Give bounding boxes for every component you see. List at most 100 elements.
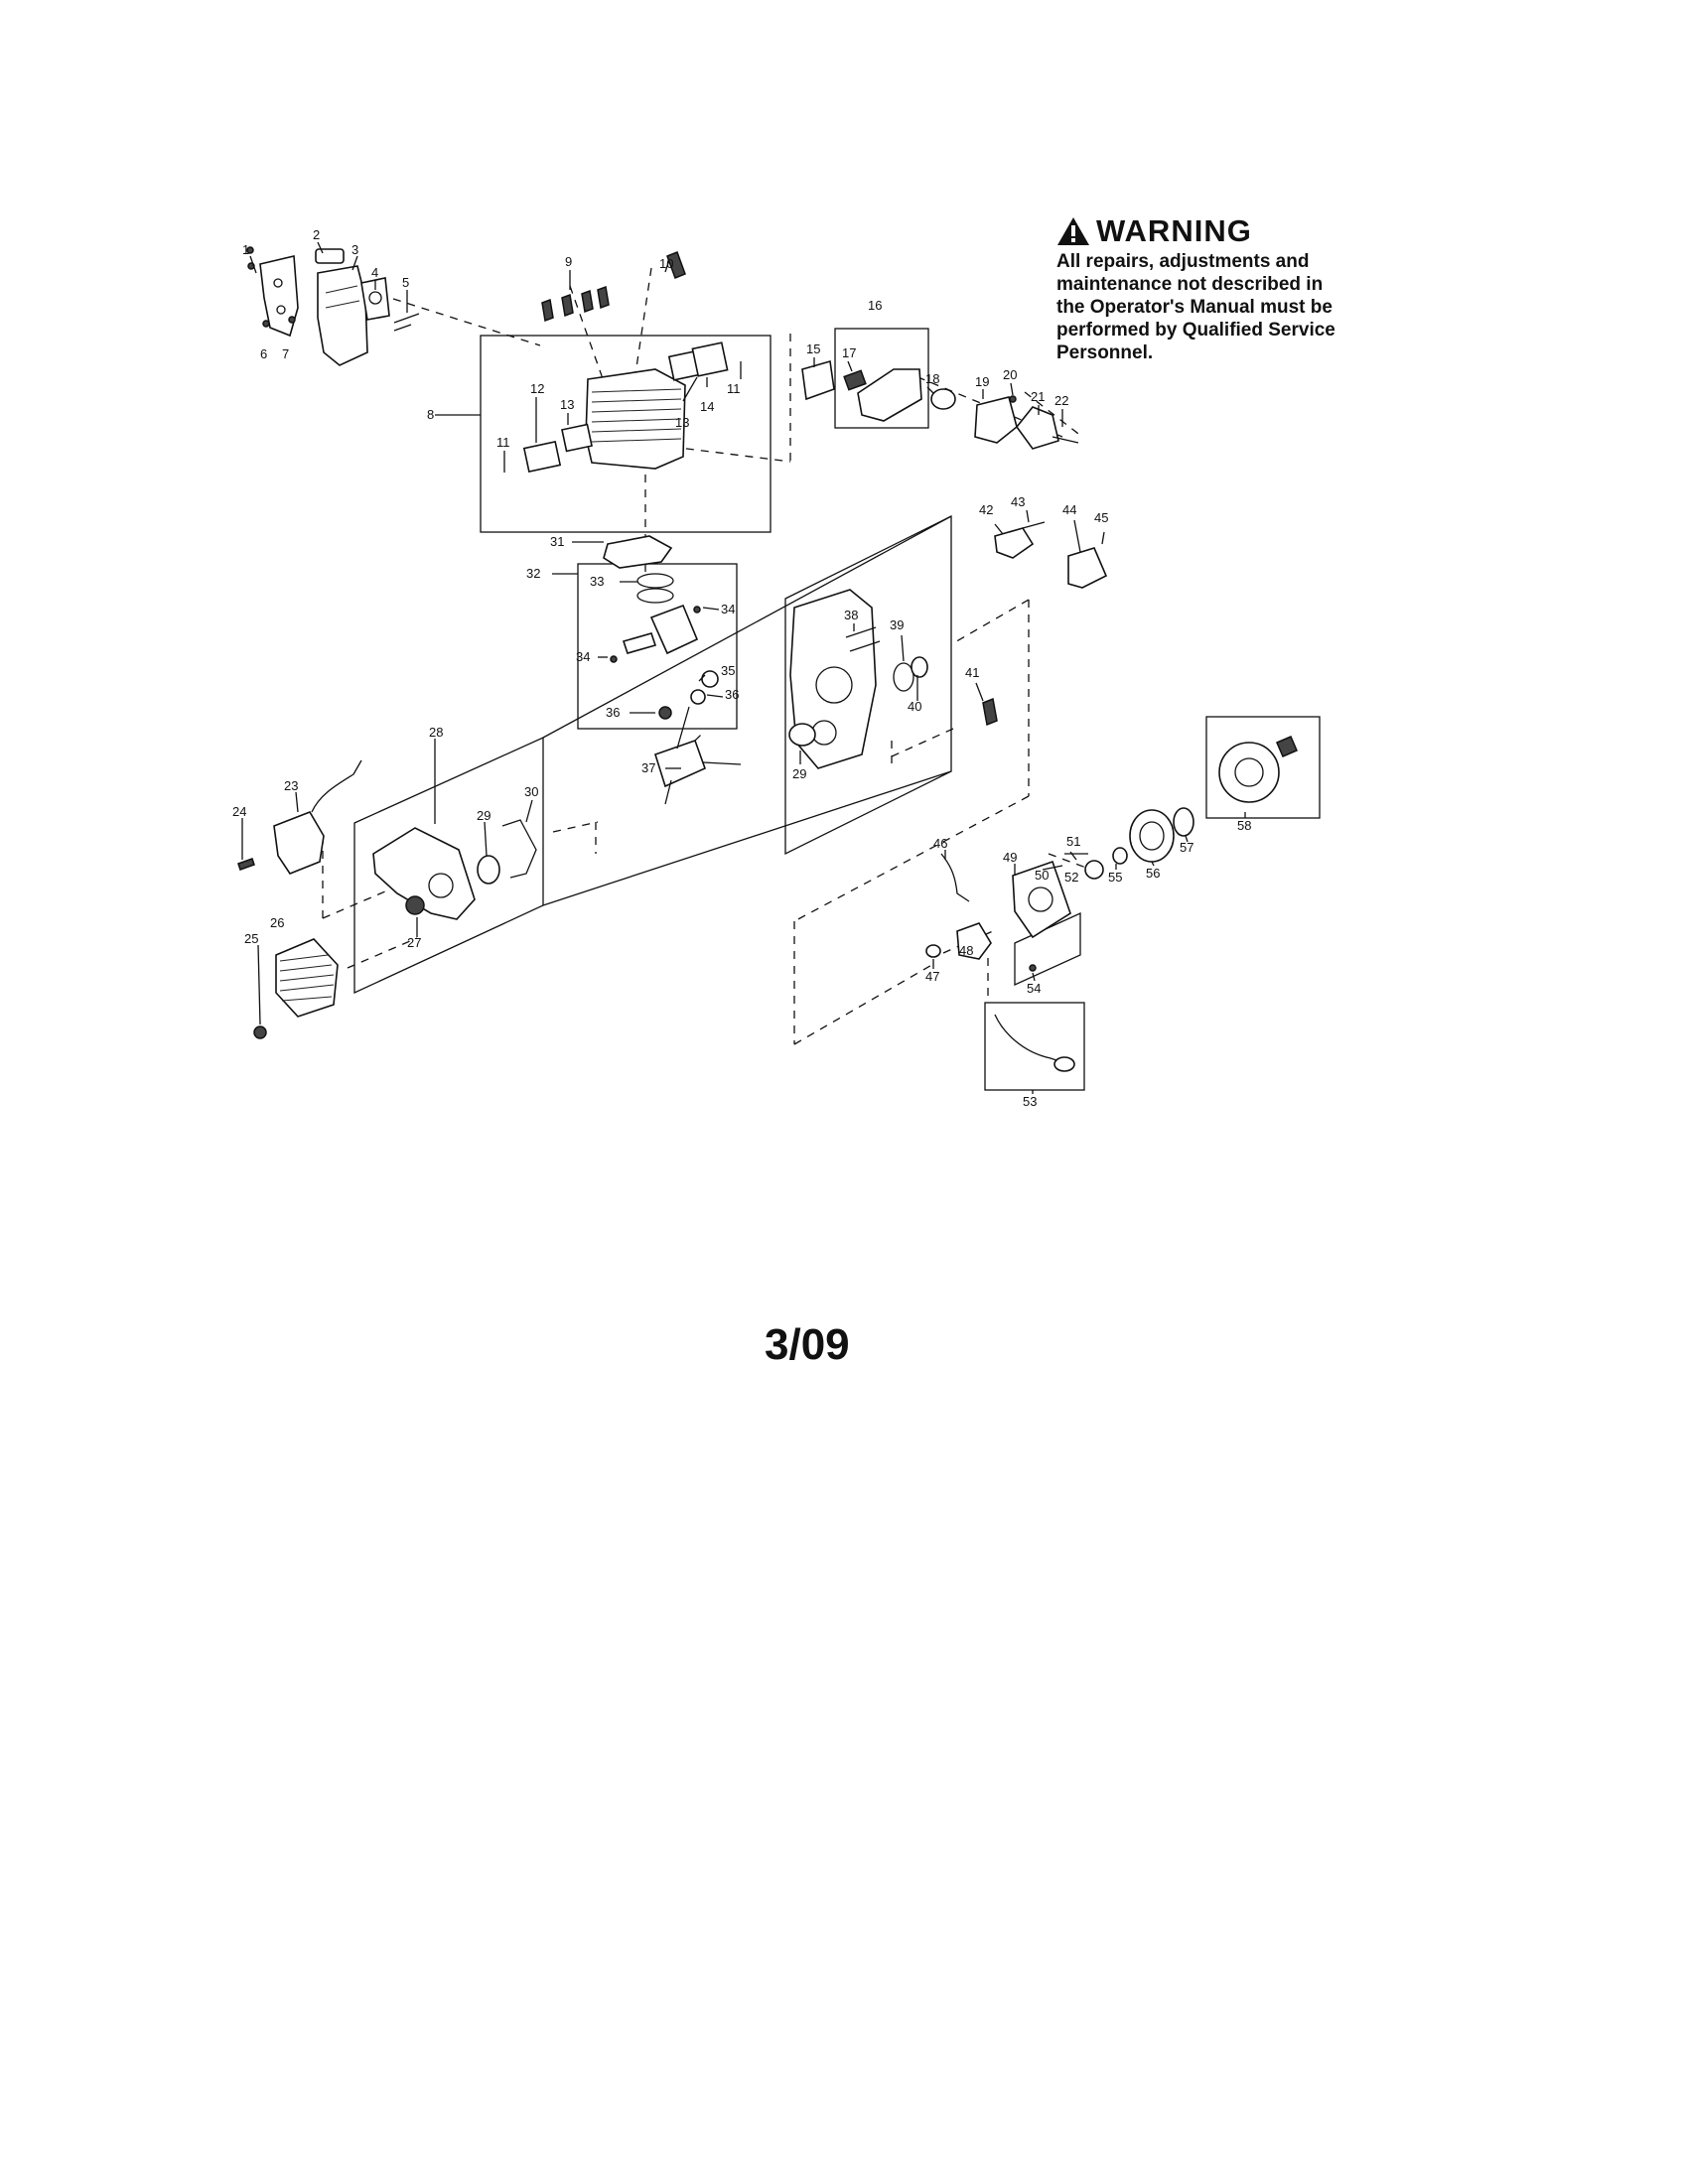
piston-clip-part [693, 606, 701, 614]
oil-pump-frame [1014, 911, 1081, 987]
oil-filter-part [1053, 1056, 1075, 1072]
ignition-screw-part [237, 858, 255, 871]
callout-9: 9 [565, 254, 572, 269]
callout-29-left: 29 [477, 808, 491, 823]
callout-34-left: 34 [576, 649, 590, 664]
callout-35: 35 [721, 663, 735, 678]
piston-clip-left-part [610, 655, 618, 663]
crankcase-diagonal-bottom [542, 770, 952, 906]
main-bearing-left-part [477, 855, 500, 885]
exhaust-gasket-part [522, 440, 562, 474]
warning-line: maintenance not described in [1056, 274, 1324, 295]
callout-21: 21 [1031, 389, 1045, 404]
spark-plug-part [666, 251, 686, 279]
callout-47: 47 [925, 969, 939, 984]
carb-spacer-part [801, 359, 835, 401]
crankcase-diagonal-top [542, 515, 952, 739]
oil-pump-washer-part [925, 944, 941, 958]
callout-26: 26 [270, 915, 284, 930]
carb-boot-part [930, 388, 956, 410]
callout-12: 12 [530, 381, 544, 396]
carb-screw-part [1052, 436, 1079, 444]
callout-34-right: 34 [721, 602, 735, 616]
piston-group-frame [577, 563, 738, 730]
clutch-drum-part [1129, 809, 1175, 863]
intake-adapter-part [691, 341, 729, 377]
piston-ring-upper-part [636, 573, 674, 589]
callout-33: 33 [590, 574, 604, 589]
clutch-washer-part [1173, 807, 1194, 837]
callout-5: 5 [402, 275, 409, 290]
crankshaft-part [654, 706, 742, 805]
callout-13-right: 13 [675, 415, 689, 430]
callout-44: 44 [1062, 502, 1076, 517]
oil-pump-part [956, 922, 992, 960]
callout-27: 27 [407, 935, 421, 950]
callout-8: 8 [427, 407, 434, 422]
crank-seal-washer-part [911, 656, 928, 678]
needle-bearing-lower-part [658, 706, 672, 720]
clutch-drum-group-frame [1205, 716, 1321, 819]
warning-line: All repairs, adjustments and [1056, 251, 1310, 272]
callout-17: 17 [842, 345, 856, 360]
callout-19: 19 [975, 374, 989, 389]
crank-seal-left-part [405, 895, 425, 915]
oil-line-part [994, 1014, 1069, 1065]
callout-18: 18 [925, 371, 939, 386]
warning-triangle-icon [1057, 217, 1089, 245]
clutch-assembly-part [1218, 736, 1298, 803]
callout-52: 52 [1064, 870, 1078, 885]
callout-20: 20 [1003, 367, 1017, 382]
cylinder-part [585, 368, 686, 470]
callout-24: 24 [232, 804, 246, 819]
crankcase-bolt-part [982, 697, 998, 727]
oil-hose-part [940, 853, 970, 902]
needle-bearing-clutch-part [1112, 847, 1128, 865]
piston-pin-part [622, 632, 657, 654]
piston-ring-lower-part [636, 588, 674, 604]
cylinder-base-gasket-part [603, 535, 673, 569]
callout-51: 51 [1066, 834, 1080, 849]
callout-49: 49 [1003, 850, 1017, 865]
carb-bracket-part [1015, 406, 1059, 450]
callout-30: 30 [524, 784, 538, 799]
callout-40: 40 [908, 699, 921, 714]
ignition-module-part [273, 759, 362, 875]
callout-14: 14 [700, 399, 714, 414]
callout-57: 57 [1180, 840, 1193, 855]
warning-line: Personnel. [1056, 342, 1154, 363]
callout-43: 43 [1011, 494, 1025, 509]
callout-labels: 1 2 3 4 5 6 7 8 9 10 11 11 12 13 13 14 1… [232, 227, 1251, 1109]
callout-41: 41 [965, 665, 979, 680]
callout-55: 55 [1108, 870, 1122, 885]
needle-bearing-upper-part [701, 670, 719, 688]
callout-45: 45 [1094, 510, 1108, 525]
muffler-screws-part [246, 246, 420, 332]
piston-part [649, 604, 699, 655]
callout-53: 53 [1023, 1094, 1037, 1109]
callout-7: 7 [282, 346, 289, 361]
callout-23: 23 [284, 778, 298, 793]
callout-4: 4 [371, 265, 378, 280]
oil-line-group-frame [984, 1002, 1085, 1091]
drive-washer-part [1084, 860, 1104, 880]
callout-31: 31 [550, 534, 564, 549]
chain-catcher-part [994, 527, 1035, 559]
carb-adapter-part [857, 368, 922, 422]
cylinder-group-frame [480, 335, 772, 533]
callout-3: 3 [351, 242, 358, 257]
callout-28: 28 [429, 725, 443, 740]
callout-25: 25 [244, 931, 258, 946]
crankcase-dowel-upper-part [845, 626, 877, 638]
main-bearing-right-part [788, 723, 816, 747]
warning-body: All repairs, adjustments and maintenance… [1056, 250, 1414, 364]
callout-15: 15 [806, 341, 820, 356]
warning-line: the Operator's Manual must be [1056, 297, 1333, 318]
muffler-body-part [317, 265, 368, 366]
intake-gasket-part [561, 423, 593, 453]
guard-plate-part [1067, 547, 1108, 589]
warning-line: performed by Qualified Service [1056, 320, 1335, 341]
crankcase-gasket-part [501, 819, 537, 879]
callout-1: 1 [242, 242, 249, 257]
